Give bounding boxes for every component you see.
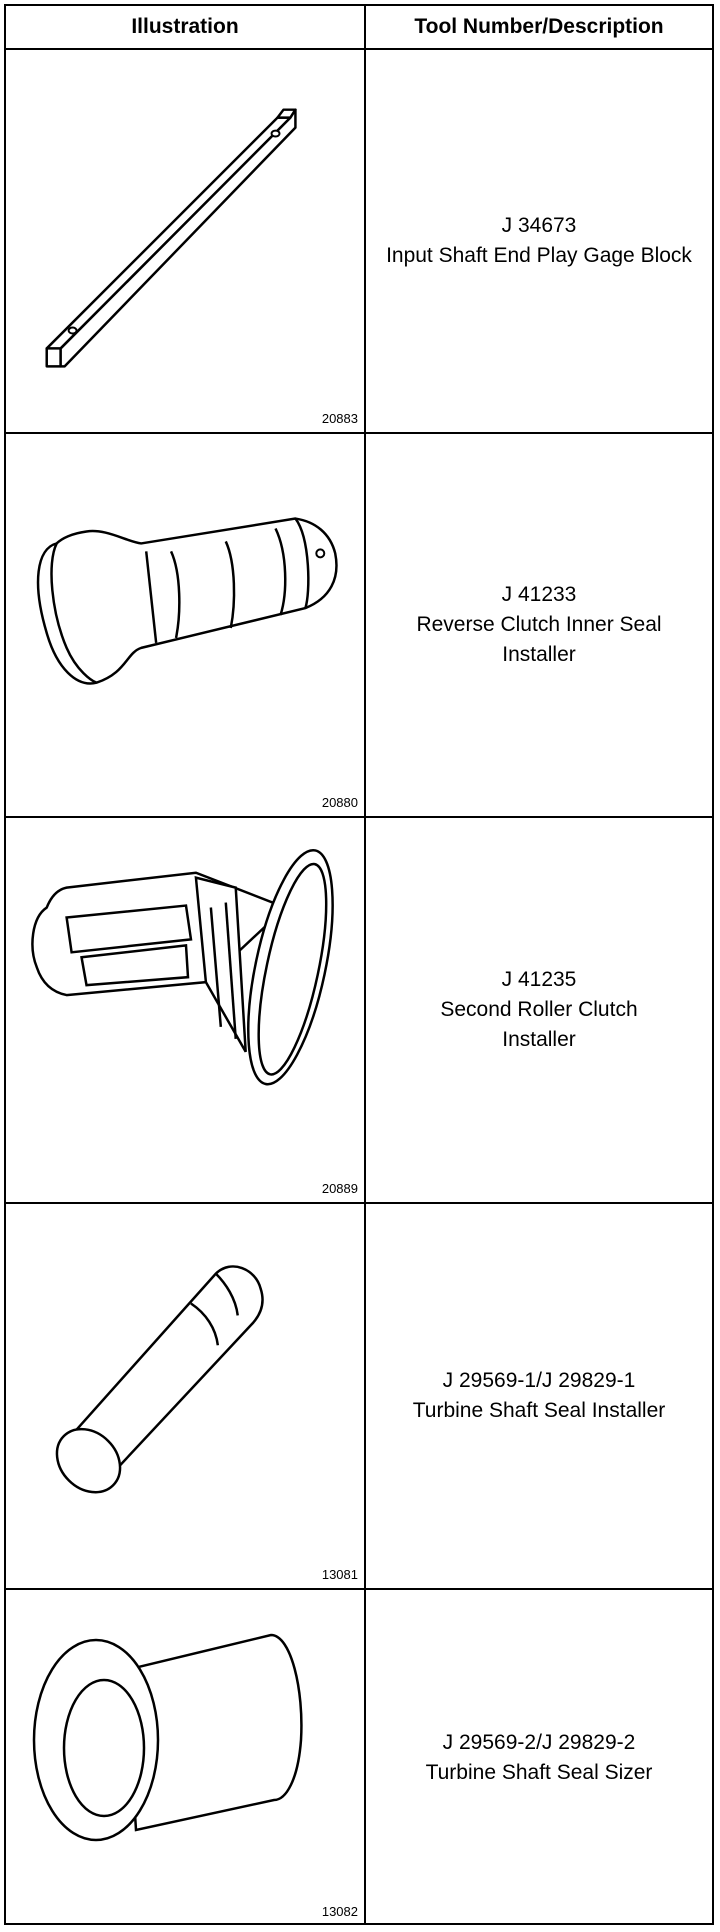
tool-description-cell: J 41235 Second Roller Clutch Installer bbox=[366, 818, 712, 1202]
tool-number: J 29569-1/J 29829-1 bbox=[442, 1369, 636, 1392]
header-illustration: Illustration bbox=[131, 15, 239, 38]
tool-description-cell: J 29569-2/J 29829-2 Turbine Shaft Seal S… bbox=[366, 1590, 712, 1925]
special-tools-table: Illustration Tool Number/Description 208… bbox=[4, 4, 714, 1925]
column-divider bbox=[364, 6, 366, 1923]
figure-id: 13081 bbox=[321, 1567, 358, 1582]
tool-number: J 41235 bbox=[501, 968, 577, 991]
figure-id: 20880 bbox=[321, 795, 358, 810]
table-row: 20883 J 34673 Input Shaft End Play Gage … bbox=[6, 50, 712, 434]
tool-description: Turbine Shaft Seal Installer bbox=[412, 1399, 666, 1422]
table-row: 13081 J 29569-1/J 29829-1 Turbine Shaft … bbox=[6, 1204, 712, 1590]
tool-description-cell: J 29569-1/J 29829-1 Turbine Shaft Seal I… bbox=[366, 1204, 712, 1588]
table-row: 13082 J 29569-2/J 29829-2 Turbine Shaft … bbox=[6, 1590, 712, 1925]
tool-description-cell: J 34673 Input Shaft End Play Gage Block bbox=[366, 50, 712, 432]
tool-number: J 29569-2/J 29829-2 bbox=[442, 1730, 636, 1754]
tool-description: Reverse Clutch Inner Seal Installer bbox=[416, 613, 662, 666]
figure-id: 20883 bbox=[321, 411, 358, 426]
gage-block-icon: 20883 bbox=[6, 50, 364, 432]
tool-description: Second Roller Clutch Installer bbox=[440, 998, 638, 1051]
turbine-seal-sizer-icon: 13082 bbox=[6, 1590, 364, 1925]
table-header: Illustration Tool Number/Description bbox=[6, 6, 712, 50]
table-row: 20880 J 41233 Reverse Clutch Inner Seal … bbox=[6, 434, 712, 818]
tool-number: J 34673 bbox=[501, 214, 577, 237]
seal-installer-icon: 20880 bbox=[6, 434, 364, 816]
tool-description: Input Shaft End Play Gage Block bbox=[386, 244, 692, 267]
header-tool-description: Tool Number/Description bbox=[414, 15, 664, 38]
tool-description: Turbine Shaft Seal Sizer bbox=[425, 1760, 653, 1784]
roller-clutch-installer-icon: 20889 bbox=[6, 818, 364, 1202]
tool-description-cell: J 41233 Reverse Clutch Inner Seal Instal… bbox=[366, 434, 712, 816]
figure-id: 13082 bbox=[321, 1904, 358, 1919]
tool-number: J 41233 bbox=[501, 583, 577, 606]
turbine-seal-installer-icon: 13081 bbox=[6, 1204, 364, 1588]
figure-id: 20889 bbox=[321, 1181, 358, 1196]
table-row: 20889 J 41235 Second Roller Clutch Insta… bbox=[6, 818, 712, 1204]
